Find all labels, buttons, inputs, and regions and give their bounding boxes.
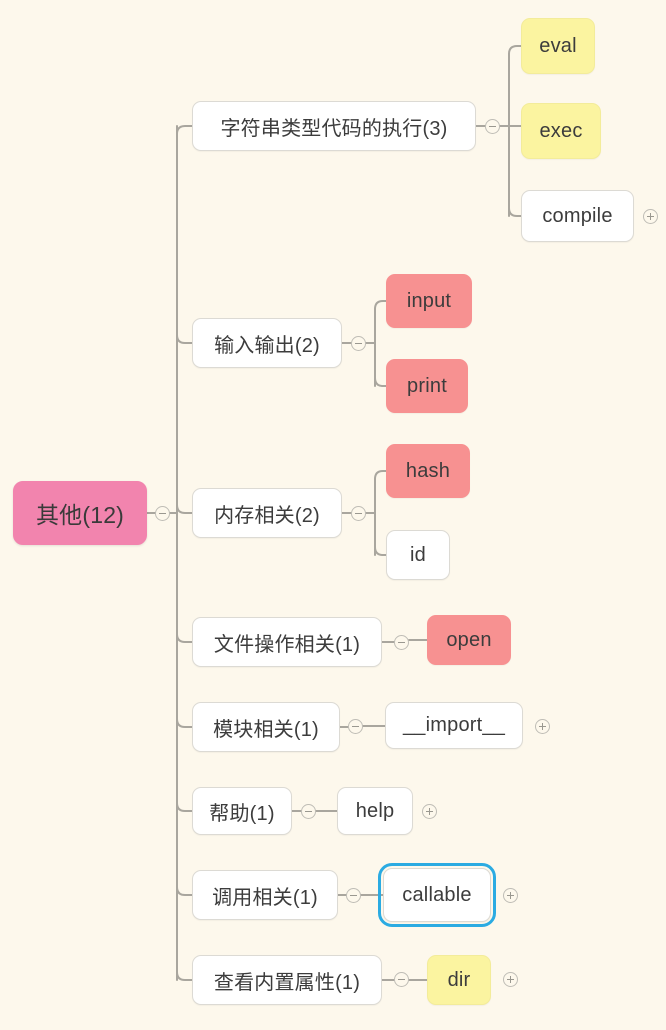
expand-toggle-help-plus-icon[interactable] bbox=[422, 804, 437, 819]
expand-toggle-callable-plus-icon[interactable] bbox=[503, 888, 518, 903]
expand-toggle-compile-plus-icon[interactable] bbox=[643, 209, 658, 224]
branch-node-input-output[interactable]: 输入输出(2) bbox=[192, 318, 342, 368]
leaf-node-id[interactable]: id bbox=[386, 530, 450, 580]
leaf-node-dir[interactable]: dir bbox=[427, 955, 491, 1005]
branch-node-memory-related[interactable]: 内存相关(2) bbox=[192, 488, 342, 538]
branch-node-file-operations[interactable]: 文件操作相关(1) bbox=[192, 617, 382, 667]
leaf-node-eval[interactable]: eval bbox=[521, 18, 595, 74]
leaf-node-hash[interactable]: hash bbox=[386, 444, 470, 498]
collapse-toggle-view-builtin-attributes-minus-icon[interactable] bbox=[394, 972, 409, 987]
collapse-toggle-root-minus-icon[interactable] bbox=[155, 506, 170, 521]
expand-toggle-dir-plus-icon[interactable] bbox=[503, 972, 518, 987]
expand-toggle-import-plus-icon[interactable] bbox=[535, 719, 550, 734]
leaf-node-help[interactable]: help bbox=[337, 787, 413, 835]
leaf-node-open[interactable]: open bbox=[427, 615, 511, 665]
root-node-other[interactable]: 其他(12) bbox=[13, 481, 147, 545]
collapse-toggle-module-related-minus-icon[interactable] bbox=[348, 719, 363, 734]
leaf-node-print[interactable]: print bbox=[386, 359, 468, 413]
collapse-toggle-help-branch-minus-icon[interactable] bbox=[301, 804, 316, 819]
collapse-toggle-file-operations-minus-icon[interactable] bbox=[394, 635, 409, 650]
collapse-toggle-call-related-minus-icon[interactable] bbox=[346, 888, 361, 903]
branch-node-call-related[interactable]: 调用相关(1) bbox=[192, 870, 338, 920]
leaf-node-input[interactable]: input bbox=[386, 274, 472, 328]
branch-node-module-related[interactable]: 模块相关(1) bbox=[192, 702, 340, 752]
collapse-toggle-input-output-minus-icon[interactable] bbox=[351, 336, 366, 351]
leaf-node-exec[interactable]: exec bbox=[521, 103, 601, 159]
leaf-node-import[interactable]: __import__ bbox=[385, 702, 523, 749]
branch-node-view-builtin-attributes[interactable]: 查看内置属性(1) bbox=[192, 955, 382, 1005]
collapse-toggle-memory-related-minus-icon[interactable] bbox=[351, 506, 366, 521]
leaf-node-compile[interactable]: compile bbox=[521, 190, 634, 242]
branch-node-string-code-execution[interactable]: 字符串类型代码的执行(3) bbox=[192, 101, 476, 151]
branch-node-help[interactable]: 帮助(1) bbox=[192, 787, 292, 835]
leaf-node-callable[interactable]: callable bbox=[378, 863, 496, 927]
collapse-toggle-string-code-execution-minus-icon[interactable] bbox=[485, 119, 500, 134]
